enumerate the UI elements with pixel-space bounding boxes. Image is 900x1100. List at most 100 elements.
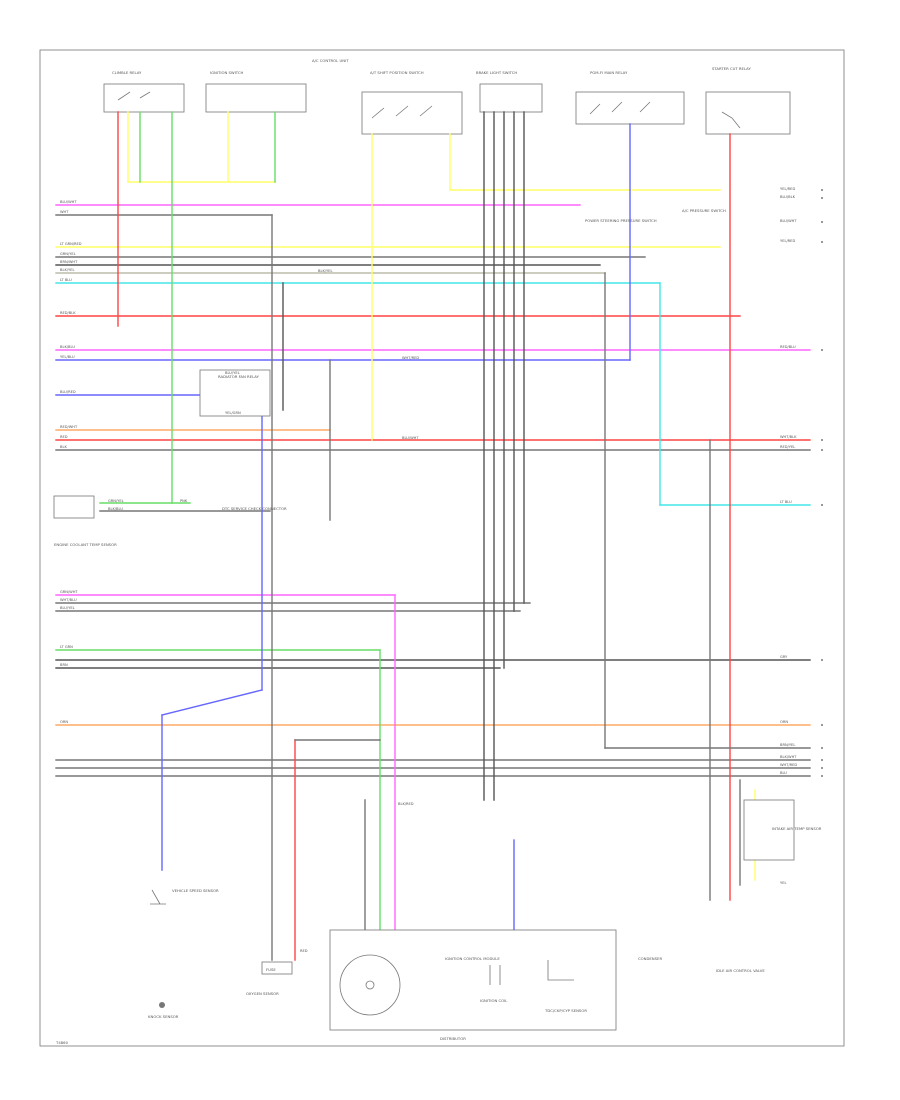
wire-label-mid: BLK/YEL bbox=[318, 269, 333, 273]
label-engine-coolant-temp: ENGINE COOLANT TEMP SENSOR bbox=[54, 542, 117, 547]
footer-id: T4860 bbox=[55, 1040, 69, 1045]
wire-label-left: BLU/YEL bbox=[60, 606, 75, 610]
wire-label-mid: BLU/YEL bbox=[225, 371, 240, 375]
label-distributor: DISTRIBUTOR bbox=[440, 1036, 466, 1041]
wire-label-left: BLK/YEL bbox=[60, 268, 75, 272]
label-at-shift-switch: A/T SHIFT POSITION SWITCH bbox=[370, 70, 424, 75]
wire-label-right: YEL bbox=[780, 881, 786, 885]
component-distributor: DISTRIBUTOR bbox=[329, 929, 617, 1041]
component-power-steering-switch: POWER STEERING PRESSURE SWITCH bbox=[585, 218, 657, 223]
label-ps-switch: POWER STEERING PRESSURE SWITCH bbox=[585, 218, 657, 223]
wire-label-left: ORN bbox=[60, 720, 68, 724]
wire-label-right: LT BLU bbox=[780, 500, 792, 504]
label-ignition-coil: IGNITION COIL bbox=[480, 998, 508, 1003]
wire-label-left: GRN/YEL bbox=[60, 252, 76, 256]
label-starter-cut-relay: STARTER CUT RELAY bbox=[712, 66, 751, 71]
wire-label-right: BLU bbox=[780, 771, 787, 775]
wire-label-left: BLU/RED bbox=[60, 390, 76, 394]
wire-label-right: RED/BLU bbox=[780, 345, 796, 349]
component-tdc-sensor: TDC/CKP/CYP SENSOR bbox=[544, 960, 587, 1013]
wire-label-left: WHT bbox=[60, 210, 69, 214]
label-vehicle-speed-sensor: VEHICLE SPEED SENSOR bbox=[172, 888, 219, 893]
wire-label-left: WHT/BLU bbox=[60, 598, 77, 602]
wire-label-mid: BLK/BLU bbox=[108, 507, 123, 511]
wire-label-right: ORN bbox=[780, 720, 788, 724]
diagram-frame bbox=[39, 49, 845, 1047]
wire-label-right: WHT/RED bbox=[780, 763, 797, 767]
component-idle-air-control: IDLE AIR CONTROL VALVE bbox=[716, 968, 765, 973]
component-vehicle-speed-sensor: VEHICLE SPEED SENSOR bbox=[150, 888, 219, 905]
wire-label-left: YEL/BLU bbox=[60, 355, 75, 359]
component-ignition-coil: IGNITION COIL bbox=[480, 965, 508, 1003]
wire-blue-diag bbox=[161, 689, 263, 716]
label-tdc-sensor: TDC/CKP/CYP SENSOR bbox=[544, 1008, 587, 1013]
label-icm: IGNITION CONTROL MODULE bbox=[445, 956, 500, 961]
component-climble-relay: CLIMBLE RELAY bbox=[103, 70, 185, 113]
wire-label-right: YEL/RED bbox=[780, 239, 795, 243]
component-ignition-switch: IGNITION SWITCH bbox=[205, 70, 307, 113]
component-starter-cut-relay: STARTER CUT RELAY bbox=[705, 66, 791, 135]
component-knock-sensor: KNOCK SENSOR bbox=[148, 1002, 179, 1019]
wire-label-mid: GRN/YEL bbox=[108, 499, 124, 503]
component-engine-coolant-temp: ENGINE COOLANT TEMP SENSOR bbox=[53, 495, 117, 547]
wire-label-left: RED/WHT bbox=[60, 425, 78, 429]
wire-label-left: RED bbox=[60, 435, 68, 439]
component-radiator-fan-relay: RADIATOR FAN RELAY bbox=[199, 369, 271, 417]
wire-label-left: LT GRN bbox=[60, 645, 73, 649]
label-knock-sensor: KNOCK SENSOR bbox=[148, 1014, 179, 1019]
right-wire-labels: YEL/RED BLU/BLK BLU/WHT YEL/RED RED/BLU … bbox=[780, 187, 797, 885]
component-ac-pressure-switch: A/C PRESSURE SWITCH bbox=[682, 208, 726, 213]
label-idle-air-control: IDLE AIR CONTROL VALVE bbox=[716, 968, 765, 973]
label-condenser: CONDENSER bbox=[638, 956, 662, 961]
label-ac-control-unit: A/C CONTROL UNIT bbox=[312, 58, 349, 63]
label-ac-pressure-switch: A/C PRESSURE SWITCH bbox=[682, 208, 726, 213]
label-fuse: FUSE bbox=[266, 967, 276, 972]
wire-label-left: LT BLU bbox=[60, 278, 72, 282]
label-intake-air-temp: INTAKE AIR TEMP SENSOR bbox=[772, 826, 822, 831]
right-edge-connectors bbox=[821, 189, 823, 777]
wire-label-left: BLK bbox=[60, 445, 67, 449]
label-brake-light-switch: BRAKE LIGHT SWITCH bbox=[476, 70, 517, 75]
wire-label-mid: RED bbox=[300, 949, 308, 953]
wire-label-right: BLK/WHT bbox=[780, 755, 797, 759]
component-oxygen-sensor: OXYGEN SENSOR bbox=[246, 991, 279, 996]
component-intake-air-temp: INTAKE AIR TEMP SENSOR bbox=[743, 799, 822, 861]
left-wire-labels: BLU/WHT WHT LT GRN/RED GRN/YEL BRN/WHT B… bbox=[60, 200, 82, 724]
wire-label-right: BRN/YEL bbox=[780, 743, 795, 747]
wire-label-mid: YEL/GRN bbox=[225, 411, 241, 415]
label-ignition-switch: IGNITION SWITCH bbox=[210, 70, 244, 75]
wire-label-left: BLU/WHT bbox=[60, 200, 77, 204]
component-dtc-connector: DTC SERVICE CHECK CONNECTOR bbox=[222, 506, 287, 511]
vertical-wires bbox=[117, 111, 811, 961]
mid-wire-labels: BLK/YEL WHT/RED BLU/YEL YEL/GRN BLU/WHT … bbox=[108, 269, 419, 953]
wire-label-mid: BLU/WHT bbox=[402, 436, 419, 440]
wire-label-mid: WHT/RED bbox=[402, 356, 419, 360]
wire-label-left: RED/BLK bbox=[60, 311, 76, 315]
component-at-shift-switch: A/T SHIFT POSITION SWITCH bbox=[361, 70, 463, 135]
label-oxygen-sensor: OXYGEN SENSOR bbox=[246, 991, 279, 996]
component-brake-light-switch: BRAKE LIGHT SWITCH bbox=[476, 70, 543, 113]
wire-label-right: RED/YEL bbox=[780, 445, 795, 449]
label-radiator-fan-relay: RADIATOR FAN RELAY bbox=[218, 374, 260, 379]
wire-label-left: LT GRN/RED bbox=[60, 242, 82, 246]
wire-label-mid: PNK bbox=[180, 499, 188, 503]
component-pgm-fi-main-relay: PGM-FI MAIN RELAY bbox=[575, 70, 685, 125]
wire-label-mid: BLK/RED bbox=[398, 802, 414, 806]
horizontal-wires bbox=[55, 204, 811, 777]
label-dtc-connector: DTC SERVICE CHECK CONNECTOR bbox=[222, 506, 287, 511]
component-ignition-control-module: IGNITION CONTROL MODULE bbox=[445, 956, 500, 961]
wire-label-right: WHT/BLK bbox=[780, 435, 797, 439]
wire-label-left: BRN bbox=[60, 663, 68, 667]
component-ac-control-unit: A/C CONTROL UNIT bbox=[312, 58, 349, 63]
component-ground-g101: T4860 bbox=[55, 1040, 69, 1045]
label-climble-relay: CLIMBLE RELAY bbox=[112, 70, 142, 75]
wire-label-right: BLU/BLK bbox=[780, 195, 796, 199]
label-pgm-fi-main-relay: PGM-FI MAIN RELAY bbox=[590, 70, 628, 75]
wire-label-right: GRY bbox=[780, 655, 788, 659]
wire-label-left: BRN/WHT bbox=[60, 260, 78, 264]
component-condenser: CONDENSER bbox=[638, 956, 662, 961]
wire-label-left: GRN/WHT bbox=[60, 590, 78, 594]
wire-label-left: BLK/BLU bbox=[60, 345, 75, 349]
component-fuse: FUSE bbox=[261, 961, 293, 975]
